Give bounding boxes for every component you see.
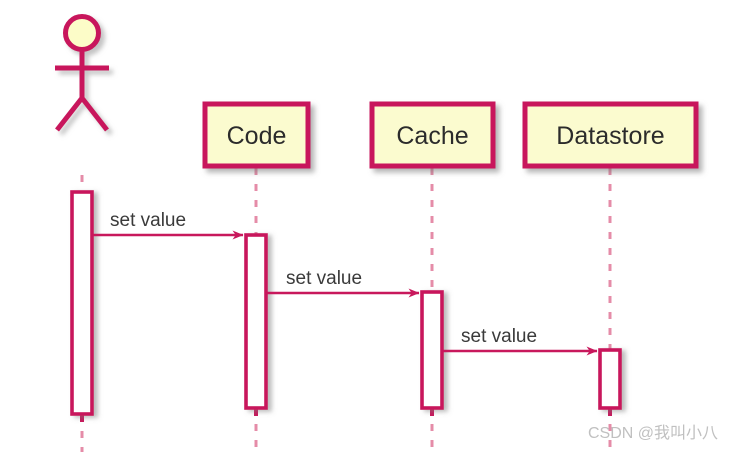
- participant-label-datastore: Datastore: [556, 122, 664, 150]
- activation-bar-actor[interactable]: [70, 190, 94, 422]
- activation-bar-cache[interactable]: [420, 290, 444, 416]
- message-2[interactable]: set value: [267, 268, 420, 298]
- watermark-label: CSDN @我叫小八: [588, 424, 718, 442]
- participant-box-datastore[interactable]: Datastore: [522, 101, 699, 169]
- activation-bar-datastore-rect: [598, 348, 622, 410]
- participant-box-datastore-rect: [522, 101, 699, 169]
- actor-head-icon: [63, 14, 101, 52]
- activation-bars-group: [70, 190, 622, 422]
- message-1[interactable]: set value: [93, 210, 244, 240]
- actor-stick-figure[interactable]: [55, 14, 109, 132]
- participant-label-code: Code: [227, 122, 287, 150]
- messages-group: set value set value set value: [93, 210, 598, 356]
- activation-bar-code[interactable]: [244, 233, 268, 416]
- message-3-label: set value: [461, 326, 537, 347]
- activation-bar-actor-rect: [70, 190, 94, 416]
- participant-label-cache: Cache: [396, 122, 468, 150]
- participant-box-cache-rect: [369, 101, 496, 169]
- message-1-label: set value: [110, 210, 186, 231]
- participant-box-cache[interactable]: Cache: [369, 101, 496, 169]
- activation-bar-code-rect: [244, 233, 268, 410]
- message-2-label: set value: [286, 268, 362, 289]
- activation-bar-datastore[interactable]: [598, 348, 622, 416]
- activation-bar-cache-rect: [420, 290, 444, 410]
- actor-right-leg-line: [80, 96, 109, 132]
- participant-box-code-rect: [202, 101, 311, 169]
- message-3[interactable]: set value: [443, 326, 598, 356]
- actor-left-leg-line: [55, 96, 84, 132]
- participant-box-code[interactable]: Code: [202, 101, 311, 169]
